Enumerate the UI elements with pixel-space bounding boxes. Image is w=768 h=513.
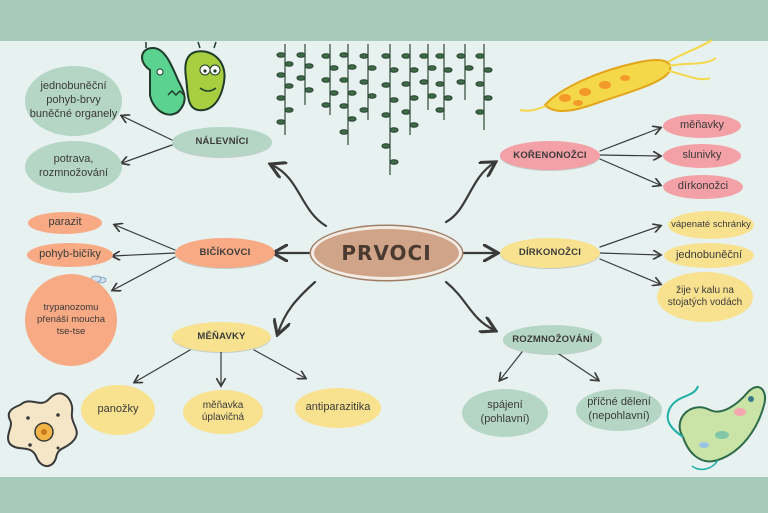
leaf-bickovci-1: parazit bbox=[28, 212, 102, 234]
paramecium-icon bbox=[666, 385, 766, 471]
leaf-menavky-2: měňavka úplavičná bbox=[183, 390, 263, 434]
amoeba-icon bbox=[7, 392, 78, 467]
branch-korenonozci: KOŘENONOŽCI bbox=[500, 141, 600, 170]
arrow-to-korenonozci bbox=[444, 163, 494, 224]
arrow-to-nalevnici bbox=[272, 165, 328, 228]
leaf-nalevnici-2: potrava, rozmnožování bbox=[25, 141, 122, 193]
leaf-dirkonozci-3: žije v kalu na stojatých vodách bbox=[657, 272, 753, 322]
leaf-korenonozci-3: dírkonožci bbox=[663, 175, 743, 199]
bottom-band bbox=[0, 477, 768, 513]
arrow-to-menavky bbox=[278, 280, 317, 333]
branch-bickovci: BIČÍKOVCI bbox=[175, 238, 275, 268]
branch-rozmnozovani: ROZMNOŽOVÁNÍ bbox=[503, 325, 602, 354]
leaf-rozmnozovani-1: spájení (pohlavní) bbox=[462, 389, 548, 437]
hanging-vines-icon bbox=[276, 44, 493, 175]
yellow-protozoan-icon bbox=[519, 39, 717, 112]
leaf-korenonozci-2: slunivky bbox=[663, 144, 741, 168]
leaf-dirkonozci-2: jednobuněční bbox=[664, 243, 754, 268]
leaf-menavky-3: antiparazitika bbox=[295, 388, 381, 428]
center-node-prvoci: PRVOCI bbox=[311, 226, 462, 280]
leaf-nalevnici-1: jednobuněční pohyb-brvy buněčné organely bbox=[25, 66, 122, 136]
green-bacteria-icon bbox=[141, 41, 226, 116]
leaf-korenonozci-1: měňavky bbox=[663, 114, 741, 138]
leaf-bickovci-2: pohyb-bičíky bbox=[27, 243, 113, 267]
top-band bbox=[0, 0, 768, 41]
branch-dirkonozci: DÍRKONOŽCI bbox=[500, 238, 600, 268]
leaf-dirkonozci-1: vápenaté schránky bbox=[668, 211, 754, 239]
leaf-menavky-1: panožky bbox=[81, 385, 155, 435]
leaf-bickovci-3: trypanozomu přenáší moucha tse-tse bbox=[25, 274, 117, 366]
leaf-rozmnozovani-2: příčné dělení (nepohlavní) bbox=[576, 389, 662, 431]
branch-nalevnici: NÁLEVNÍCI bbox=[172, 127, 272, 157]
arrow-to-rozmnozovani bbox=[444, 280, 494, 330]
branch-menavky: MĚŇAVKY bbox=[172, 322, 271, 352]
